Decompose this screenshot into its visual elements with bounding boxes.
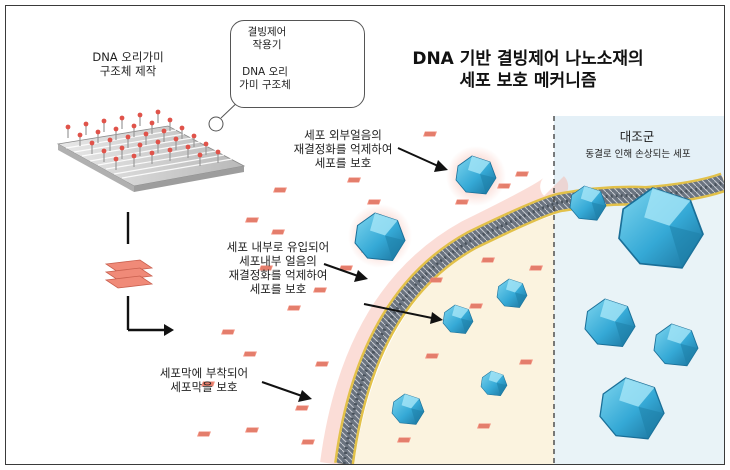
control-title: 대조군 <box>619 129 655 144</box>
figure-frame: DNA 기반 결빙제어 나노소재의 세포 보호 메커니즘 DNA 오리가미 구조… <box>5 5 725 465</box>
arrow-icon <box>434 160 448 172</box>
ice-agent-label: 결빙제어 작용기 <box>247 26 287 51</box>
arrow-icon <box>298 390 312 402</box>
outside-mechanism-label: 세포 외부얼음의 재결정화를 억제하여 세포를 보호 <box>293 128 393 170</box>
dna-origami-tile-icon <box>104 259 154 289</box>
origami-structure-label: DNA 오리 가미 구조체 <box>239 66 291 91</box>
control-subtitle: 동결로 인해 손상되는 세포 <box>585 149 691 160</box>
arrow-icon <box>354 270 368 282</box>
illustration <box>56 25 724 464</box>
inside-mechanism-label: 세포 내부로 유입되어 세포내부 얼음의 재결정화를 억제하여 세포를 보호 <box>226 240 330 296</box>
membrane-mechanism-label: 세포막에 부착되어 세포막을 보호 <box>159 366 249 394</box>
callout-arrows <box>261 147 439 397</box>
inset-bubble <box>230 20 365 108</box>
origami-section-label: DNA 오리가미 구조체 제작 <box>92 50 164 78</box>
process-arrow <box>126 212 164 332</box>
dna-origami-plate <box>56 97 246 192</box>
arrow-icon <box>164 324 174 336</box>
arrow-icon <box>430 312 443 324</box>
figure-title: DNA 기반 결빙제어 나노소재의 세포 보호 메커니즘 <box>412 49 644 91</box>
